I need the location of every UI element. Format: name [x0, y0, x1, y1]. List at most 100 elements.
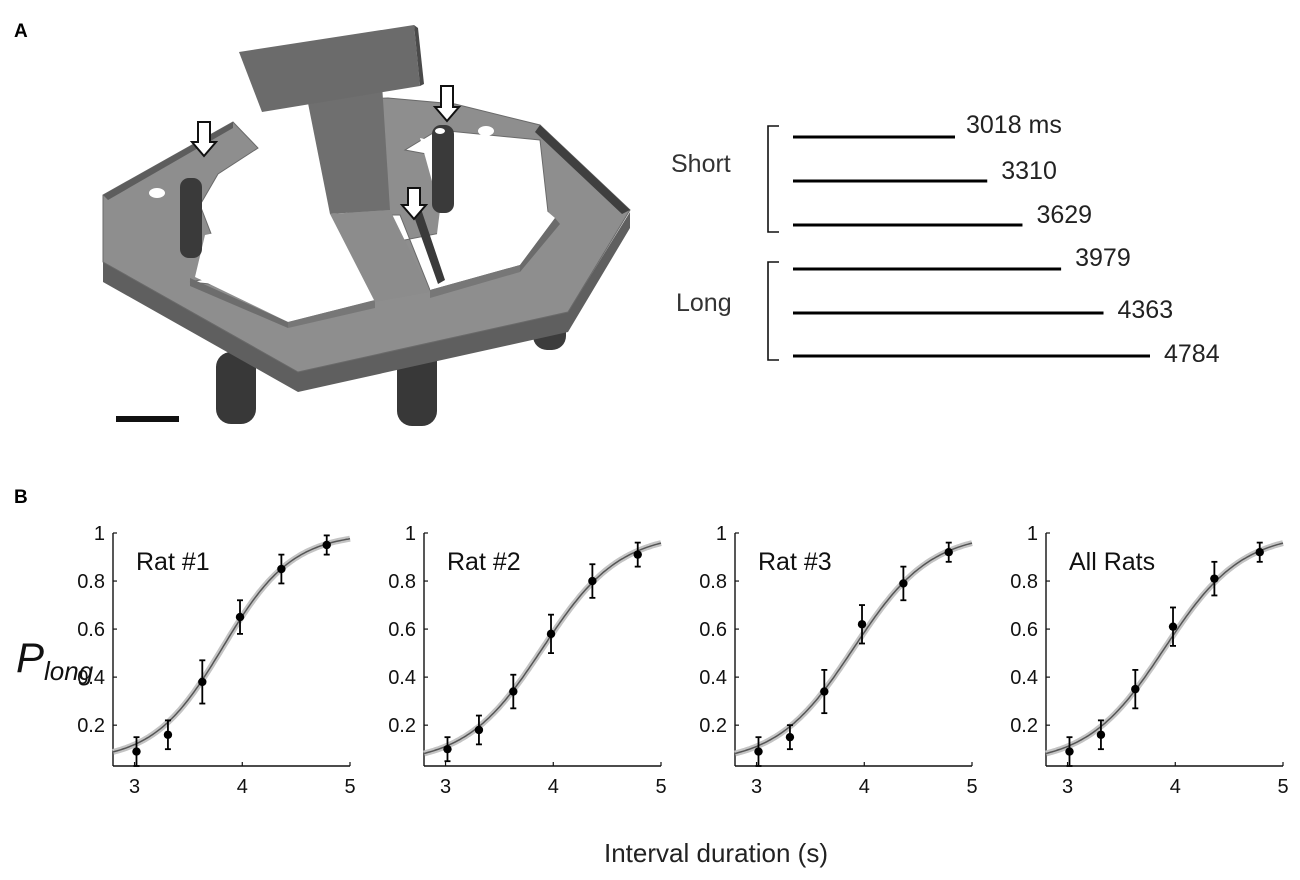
scale-bar — [116, 416, 179, 422]
y-tick-label: 0.8 — [1010, 571, 1038, 593]
short-group-label: Short — [671, 150, 731, 178]
y-tick-label: 0.8 — [77, 571, 105, 593]
y-axis-label-subscript: long — [44, 656, 94, 686]
plot-4: 0.2 0.4 0.6 0.8 1 3 4 5 All Rats — [1010, 523, 1288, 798]
interval-durations-panel: Short Long 3018 ms 3310 3629 3979 4363 4… — [671, 111, 1220, 368]
y-tick-label: 0.4 — [77, 667, 105, 689]
data-point — [1210, 574, 1219, 583]
x-tick-label: 4 — [548, 776, 559, 798]
data-point — [1168, 622, 1178, 631]
plot-2: 0.2 0.4 0.6 0.8 1 3 4 5 Rat #2 — [388, 523, 666, 798]
data-point — [944, 548, 953, 557]
y-tick-label: 1 — [405, 523, 416, 545]
maze-apparatus-illustration — [102, 25, 631, 426]
data-point — [588, 576, 597, 586]
data-point — [474, 725, 484, 735]
long-bracket — [767, 261, 779, 361]
data-point — [785, 732, 795, 742]
data-point — [235, 612, 245, 622]
data-point — [1065, 747, 1074, 756]
y-tick-label: 0.2 — [1010, 715, 1038, 737]
data-point — [132, 747, 141, 756]
data-point — [277, 564, 286, 574]
data-point — [443, 744, 452, 754]
panel-b-label: B — [14, 487, 28, 508]
y-axis-label-main: P — [16, 634, 44, 681]
data-point — [198, 677, 207, 687]
data-point — [754, 747, 763, 756]
fit-curve — [423, 542, 662, 755]
y-tick-label: 0.6 — [699, 619, 727, 641]
x-tick-label: 3 — [129, 776, 140, 798]
x-tick-label: 4 — [1170, 776, 1181, 798]
plot-title: All Rats — [1069, 548, 1155, 576]
data-point — [1131, 684, 1140, 694]
duration-label: 3629 — [1036, 201, 1092, 229]
x-tick-label: 3 — [1062, 776, 1073, 798]
y-tick-label: 1 — [1027, 523, 1038, 545]
nose-poke-hole — [149, 188, 165, 198]
plot-title: Rat #1 — [136, 548, 210, 576]
x-tick-label: 3 — [751, 776, 762, 798]
lever-post — [180, 178, 202, 258]
maze-opening — [195, 210, 375, 322]
data-point — [163, 730, 173, 739]
x-tick-label: 5 — [1277, 776, 1288, 798]
y-tick-label: 0.6 — [77, 619, 105, 641]
fit-curve — [112, 537, 351, 753]
x-tick-label: 5 — [655, 776, 666, 798]
data-point — [1255, 548, 1264, 557]
nose-poke-hole — [478, 126, 494, 136]
y-tick-label: 1 — [716, 523, 727, 545]
fit-curve — [734, 542, 973, 755]
data-point — [546, 629, 556, 639]
duration-label: 4363 — [1118, 296, 1174, 324]
y-tick-label: 0.8 — [388, 571, 416, 593]
plot-3: 0.2 0.4 0.6 0.8 1 3 4 5 Rat #3 — [699, 523, 977, 798]
x-tick-label: 4 — [859, 776, 870, 798]
y-tick-label: 0.6 — [1010, 619, 1038, 641]
apparatus-leg — [216, 352, 256, 424]
fit-curve — [1045, 542, 1284, 755]
panel-a-label: A — [14, 21, 28, 42]
y-tick-label: 0.2 — [388, 715, 416, 737]
y-tick-label: 1 — [94, 523, 105, 545]
down-arrow-icon — [189, 121, 219, 158]
lever-post — [432, 125, 454, 213]
start-wall — [239, 25, 420, 112]
data-point — [322, 540, 331, 550]
data-point — [1096, 730, 1106, 739]
data-point — [509, 687, 518, 696]
down-arrow-icon — [399, 187, 429, 221]
x-tick-label: 4 — [237, 776, 248, 798]
duration-label: 3310 — [1001, 157, 1057, 185]
data-point — [633, 550, 642, 559]
plot-title: Rat #2 — [447, 548, 521, 576]
down-arrow-icon — [432, 85, 462, 123]
short-bracket — [767, 125, 779, 233]
x-axis-label: Interval duration (s) — [604, 838, 828, 868]
y-tick-label: 0.4 — [699, 667, 727, 689]
plot-title: Rat #3 — [758, 548, 832, 576]
x-tick-label: 3 — [440, 776, 451, 798]
platform-edge — [103, 212, 630, 392]
plot-1: 0.2 0.4 0.6 0.8 1 3 4 5 Rat #1 — [77, 523, 355, 798]
y-tick-label: 0.4 — [388, 667, 416, 689]
data-point — [820, 687, 829, 696]
duration-label: 3979 — [1075, 244, 1131, 272]
y-tick-label: 0.4 — [1010, 667, 1038, 689]
duration-label: 3018 ms — [966, 111, 1062, 139]
x-tick-label: 5 — [344, 776, 355, 798]
y-tick-label: 0.2 — [699, 715, 727, 737]
y-axis-label: P long — [16, 634, 94, 686]
duration-label: 4784 — [1164, 340, 1220, 368]
psychometric-plots: 0.2 0.4 0.6 0.8 1 3 4 5 Rat #1 0.2 0.4 0.6 0.8 1 3 4 5 Ra… — [77, 523, 1288, 798]
y-tick-label: 0.6 — [388, 619, 416, 641]
y-tick-label: 0.2 — [77, 715, 105, 737]
central-stem — [305, 84, 390, 214]
x-tick-label: 5 — [966, 776, 977, 798]
y-tick-label: 0.8 — [699, 571, 727, 593]
data-point — [899, 579, 908, 588]
data-point — [857, 620, 867, 629]
